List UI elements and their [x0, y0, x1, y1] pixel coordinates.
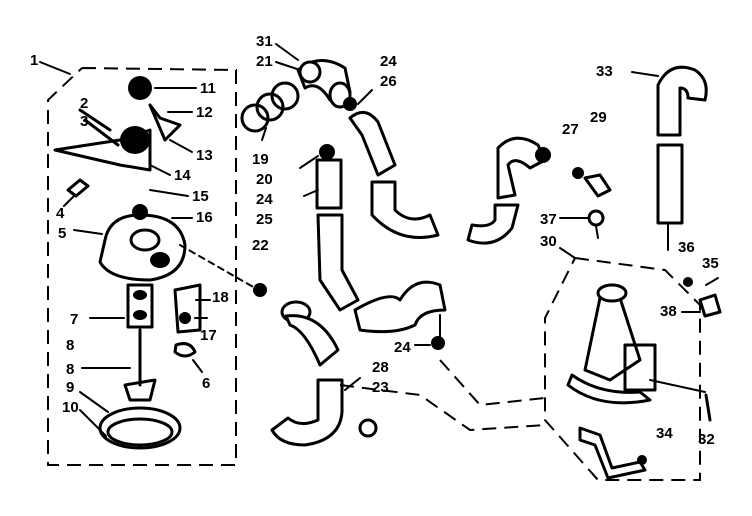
switch-parts [681, 277, 722, 318]
label-6: 6 [202, 375, 210, 392]
label-1: 1 [30, 52, 38, 69]
label-13: 13 [196, 147, 213, 164]
label-21: 21 [256, 53, 273, 70]
valve-cap [128, 76, 197, 100]
hose-clamp [253, 89, 445, 350]
label-8a: 8 [66, 337, 74, 354]
label-18: 18 [212, 289, 229, 306]
label-28: 28 [372, 359, 389, 376]
label-11: 11 [200, 80, 216, 97]
label-10: 10 [62, 399, 79, 416]
label-7: 7 [70, 311, 78, 328]
spring-shaft [81, 328, 157, 402]
clip-part [63, 178, 90, 207]
label-16: 16 [196, 209, 213, 226]
clip-lower [173, 342, 203, 373]
label-34: 34 [656, 425, 673, 442]
label-5: 5 [58, 225, 66, 242]
screw-32 [704, 393, 712, 422]
label-38: 38 [660, 303, 677, 320]
assembly-frame-right [339, 247, 701, 481]
label-4: 4 [56, 205, 65, 222]
label-31: 31 [256, 33, 273, 50]
hose-bend-top [348, 110, 440, 239]
seal-rings [240, 81, 300, 141]
label-15: 15 [192, 188, 209, 205]
label-3: 3 [80, 113, 88, 130]
hose-bottom [270, 377, 378, 447]
label-29: 29 [590, 109, 607, 126]
hose-33 [631, 65, 708, 251]
label-8b: 8 [66, 361, 74, 378]
label-20: 20 [256, 171, 273, 188]
label-19: 19 [252, 151, 269, 168]
label-27: 27 [562, 121, 579, 138]
label-35: 35 [702, 255, 719, 272]
pump-body [73, 204, 193, 282]
label-24a: 24 [380, 53, 397, 70]
label-30: 30 [540, 233, 557, 250]
elbow-fitting-mid [179, 244, 340, 367]
fitting-29 [559, 167, 612, 239]
elbow-fitting-top [275, 43, 352, 109]
label-24c: 24 [394, 339, 411, 356]
hose-vertical [303, 158, 360, 312]
assembly-frame-left [39, 61, 237, 466]
bracket-part [173, 283, 211, 334]
label-9: 9 [66, 379, 74, 396]
label-33: 33 [596, 63, 613, 80]
label-22: 22 [252, 237, 269, 254]
motor-bracket [578, 426, 647, 480]
label-23: 23 [372, 379, 389, 396]
hose-lower-s [353, 280, 447, 339]
label-26: 26 [380, 73, 397, 90]
filter-element [89, 283, 154, 329]
label-36: 36 [678, 239, 695, 256]
hose-curve-right [466, 136, 551, 245]
valve-body [53, 108, 189, 197]
label-24b: 24 [256, 191, 273, 208]
label-17: 17 [200, 327, 217, 344]
label-14: 14 [174, 167, 191, 184]
valve-lever [148, 103, 193, 153]
label-37: 37 [540, 211, 557, 228]
label-32: 32 [698, 431, 715, 448]
drain-pump [566, 283, 706, 405]
label-2: 2 [80, 95, 88, 112]
base-ring [79, 391, 182, 450]
label-12: 12 [196, 104, 213, 121]
label-25: 25 [256, 211, 273, 228]
